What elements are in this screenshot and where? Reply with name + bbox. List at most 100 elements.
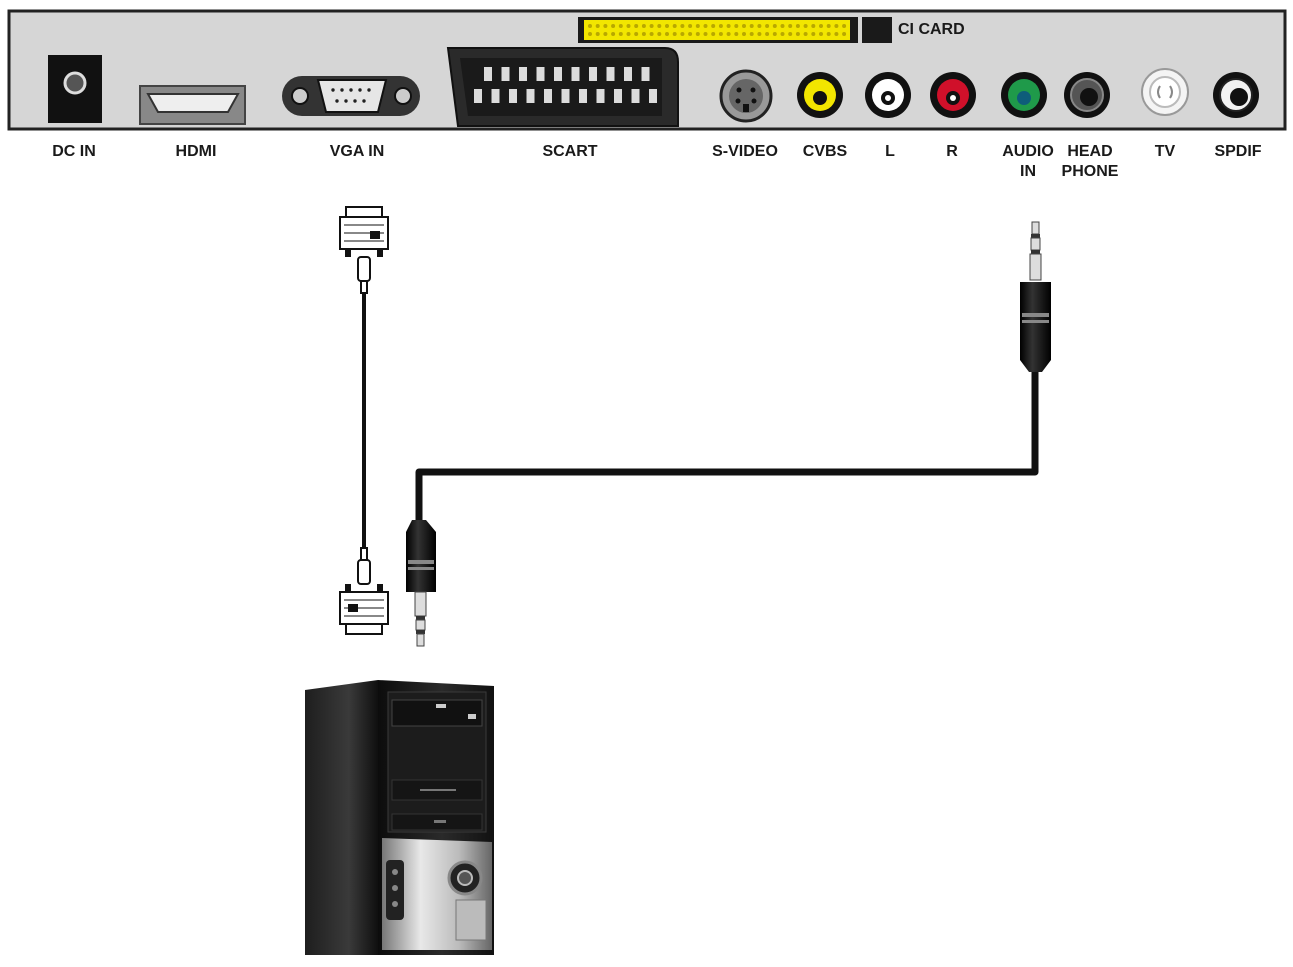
- pc-tower: [305, 680, 494, 955]
- pc-vent: [455, 899, 487, 941]
- scart-pin: [484, 67, 492, 81]
- s-video-pin: [751, 98, 757, 104]
- ci-slot-pin: [595, 32, 600, 36]
- scart-pin: [571, 67, 580, 81]
- vga-pin: [367, 88, 371, 92]
- label-audio-in-line1: AUDIO: [1002, 143, 1054, 160]
- vga-pin: [340, 88, 344, 92]
- pc-side-panel: [305, 680, 378, 955]
- pc-power-button-center: [457, 870, 473, 886]
- s-video-pin: [735, 98, 741, 104]
- vga-screw-left: [291, 87, 309, 105]
- ci-slot-pin: [603, 32, 608, 36]
- ci-card-label: CI CARD: [898, 21, 965, 38]
- headphone-socket: [1080, 88, 1098, 106]
- label-hdmi: HDMI: [175, 143, 217, 160]
- scart-pin: [624, 67, 632, 81]
- ci-slot-pin: [780, 24, 785, 28]
- ci-card-slot[interactable]: [578, 17, 892, 43]
- ci-slot-pin: [703, 24, 708, 28]
- s-video-key: [743, 104, 749, 112]
- scart-port[interactable]: [446, 47, 679, 127]
- scart-pin: [474, 89, 482, 103]
- ci-eject: [862, 17, 892, 43]
- audio-in-port[interactable]: [1001, 72, 1047, 118]
- ci-slot-pin: [703, 32, 708, 36]
- hdmi-port[interactable]: [139, 85, 246, 125]
- label-dc-in: DC IN: [52, 143, 96, 160]
- ci-slot-pin: [672, 32, 677, 36]
- s-video-pin: [736, 87, 742, 93]
- scart-pin: [649, 89, 657, 103]
- ci-slot-pin: [734, 24, 739, 28]
- ci-slot-pin: [657, 24, 662, 28]
- audio-cable: [406, 221, 1051, 647]
- label-audio-in: AUDIO IN: [990, 142, 1066, 182]
- cvbs-port[interactable]: [797, 72, 843, 118]
- r-port[interactable]: [930, 72, 976, 118]
- scart-pin: [631, 89, 640, 103]
- dc-in-port[interactable]: [48, 55, 102, 123]
- audio-in-socket: [1017, 91, 1031, 105]
- scart-pin: [544, 89, 552, 103]
- label-vga-in: VGA IN: [329, 143, 385, 160]
- label-spdif: SPDIF: [1214, 143, 1262, 160]
- ci-slot-pin: [834, 24, 839, 28]
- pc-drive-logo: [436, 704, 446, 708]
- scart-pin: [519, 67, 527, 81]
- ci-slot-pin: [688, 24, 693, 28]
- l-port[interactable]: [865, 72, 911, 118]
- ci-slot-pin: [611, 24, 616, 28]
- vga-plug-bottom: [339, 547, 389, 635]
- ci-slot-pin: [657, 32, 662, 36]
- pc-port: [392, 901, 398, 907]
- scart-pin: [561, 89, 570, 103]
- ci-slot-pin: [711, 24, 716, 28]
- ci-slot-pin: [757, 24, 762, 28]
- scart-pin: [554, 67, 562, 81]
- dc-in-socket: [63, 71, 87, 95]
- tv-port[interactable]: [1141, 68, 1189, 116]
- ci-slot-pin: [680, 24, 685, 28]
- ci-slot-pin: [795, 24, 800, 28]
- spdif-port[interactable]: [1213, 72, 1259, 118]
- headphone-port[interactable]: [1064, 72, 1110, 118]
- scart-pin: [526, 89, 535, 103]
- ci-slot-pin: [626, 32, 631, 36]
- ci-slot-pin: [603, 24, 608, 28]
- scart-pin: [596, 89, 605, 103]
- audio-jack-top: [1020, 221, 1051, 372]
- vga-socket: [316, 79, 388, 113]
- ci-slot-pin: [626, 24, 631, 28]
- spdif-socket: [1230, 88, 1248, 106]
- s-video-port[interactable]: [719, 69, 773, 123]
- label-headphone: HEAD PHONE: [1052, 142, 1128, 182]
- ci-slot-pin: [780, 32, 785, 36]
- pc-port: [392, 885, 398, 891]
- ci-slot-pin: [842, 32, 847, 36]
- scart-pin: [641, 67, 650, 81]
- ci-slot-pin: [795, 32, 800, 36]
- vga-in-port[interactable]: [282, 76, 420, 116]
- audio-cable-wire: [415, 372, 1039, 520]
- scart-pin: [589, 67, 597, 81]
- ci-slot-pin: [765, 24, 770, 28]
- scart-pin: [606, 67, 615, 81]
- ci-slot-pin: [803, 24, 808, 28]
- ci-slot-pin: [672, 24, 677, 28]
- vga-pin: [349, 88, 353, 92]
- ci-slot-pin: [788, 24, 793, 28]
- ci-slot-pin: [618, 32, 623, 36]
- ci-slot-pin: [726, 32, 731, 36]
- rca-jacks: [797, 72, 1259, 118]
- pc-drive-line: [420, 789, 456, 791]
- scart-pin: [509, 89, 517, 103]
- ci-slot-pin: [595, 24, 600, 28]
- label-l: L: [885, 143, 895, 160]
- ci-slot-pin: [772, 32, 777, 36]
- label-s-video: S-VIDEO: [712, 143, 778, 160]
- ci-slot-pin: [842, 24, 847, 28]
- ci-slot-pin: [665, 32, 669, 36]
- pc-dvd-drive: [391, 699, 483, 727]
